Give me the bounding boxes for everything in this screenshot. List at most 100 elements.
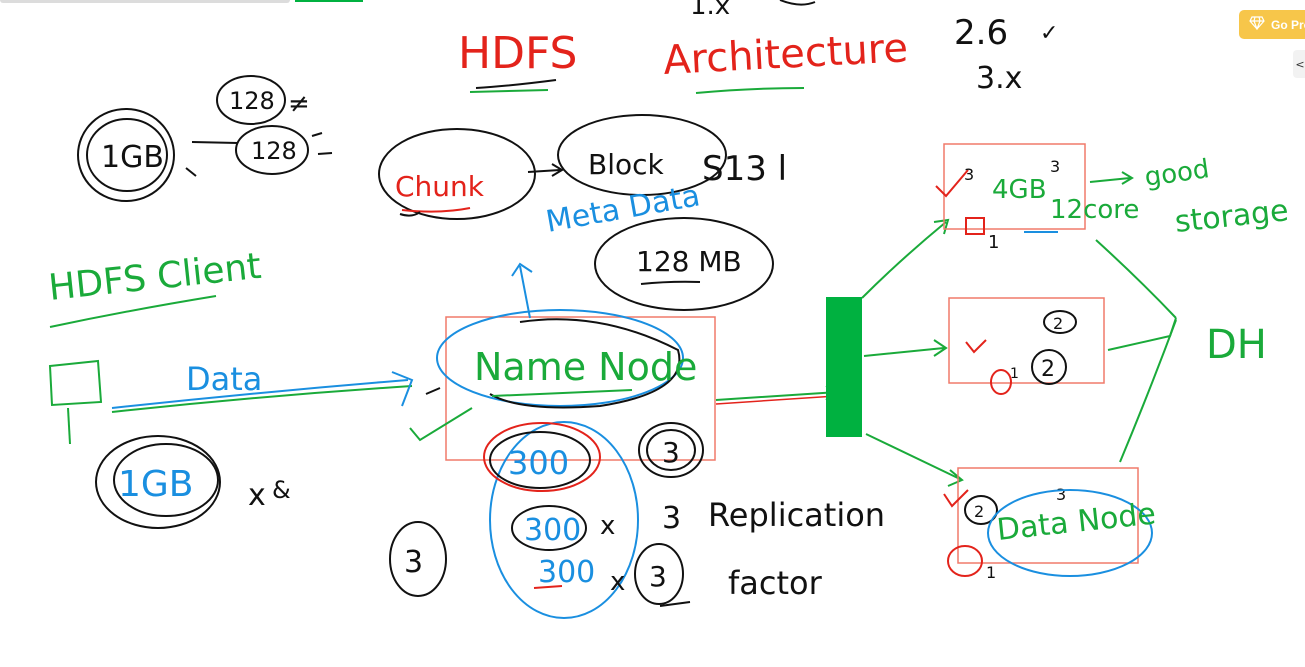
top-scrollbar-strip [0,0,290,3]
split-top-mark: ≠ [288,89,310,119]
namenode-label: Name Node [474,345,697,389]
datanode-1-num-a: 3 [964,165,974,184]
replication-label: Replication [708,496,885,534]
block-circle [557,114,727,196]
times-1: x [600,511,615,541]
client-times-scribble: & [272,476,291,504]
title-architecture: Architecture [662,25,909,84]
good-storage-arrow [1089,171,1134,185]
times-2: x [610,567,625,597]
hdfs-client-underline [49,295,217,328]
namenode-to-bar-arrow-red [715,395,837,405]
datanode-3-num-c: 1 [986,563,996,582]
circ3c-circle [389,521,447,597]
datanode-1-check [935,169,969,198]
storage-label: storage [1173,193,1290,240]
datanode-3-outline [987,489,1153,577]
datanode-2-circle-b [1031,349,1067,385]
chunk-circle [378,128,536,220]
client-gb-label: 1GB [118,464,194,505]
n300c-label: 300 [538,555,595,590]
one-gb-circle-outer [77,108,175,202]
data-arrow-line [111,379,409,409]
datanode-2-num-c: 1 [1010,366,1019,382]
version-check: ✓ [1040,21,1058,46]
n300b-circle [511,505,587,551]
title-hdfs: HDFS [458,28,577,79]
datanode-3-num-a: 2 [974,502,984,521]
title-underline-2 [469,89,549,93]
datanode-2-num-a: 2 [1053,314,1063,333]
datanode-1-box [943,143,1086,230]
title-underline-1 [475,79,557,89]
block-note: S13 l [702,149,787,189]
version-scribble-tail [779,0,816,6]
chunk-to-block-arrow [527,163,564,177]
n300a-circle-black [489,431,591,489]
chunk-label: Chunk [395,170,485,203]
namenode-check-green [409,407,473,442]
client-box [48,359,103,407]
n300a-label: 300 [508,444,569,482]
namenode-check-black [425,387,441,395]
datanode-3-box [957,467,1139,564]
data-arrow-head [391,371,414,407]
datanode-1-num-e: 1 [988,232,999,253]
split-bottom-label: 128 [251,137,297,165]
active-tool-indicator [295,0,363,2]
bar-to-dn3-arrow [865,433,964,487]
network-switch-bar [826,297,862,437]
n300b-label: 300 [524,513,581,548]
client-times: x [248,478,266,513]
mb128-underline [640,280,701,285]
chunk-underline [401,207,471,213]
dn3-to-dh [1119,319,1177,463]
circ3b-label: 3 [649,560,667,593]
datanode-2-circle-a [1043,310,1077,334]
split-bottom-marks [311,132,333,155]
datanode-2-num-b: 2 [1041,357,1055,382]
chunk-underline-black [399,211,421,217]
collapse-panel-tab[interactable]: < [1293,50,1305,78]
one-gb-label: 1GB [101,140,164,175]
namenode-box [445,316,716,461]
split-connector-top [191,141,239,144]
dh-label: DH [1206,322,1267,368]
client-gb-circle-inner [113,443,219,517]
namenode-outline-black [489,318,681,409]
namenode-to-bar-arrow [715,385,840,401]
circ3a-inner [646,429,696,471]
datanode-3-num-b: 3 [1056,485,1066,504]
replication-outline [489,421,639,619]
n300a-circle-red [483,422,601,492]
datanode-2-check [965,339,987,354]
block-label: Block [588,148,665,181]
datanode-3-circle-a [964,495,998,525]
datanode-1-ram: 4GB [992,175,1047,205]
datanode-2-box [948,297,1105,384]
version-3-x: 3.x [976,61,1022,96]
bar-to-dn1-arrow [861,218,950,299]
architecture-underline [695,87,805,94]
one-gb-circle-inner [86,118,168,192]
namenode-underline [491,389,633,397]
go-pro-button[interactable]: Go Pro [1239,10,1305,39]
bar-to-dn2-arrow [863,339,948,357]
factor-label: factor [728,564,823,602]
client-gb-circle-outer [95,435,221,529]
circ3a-label: 3 [662,436,680,469]
namenode-outline-blue [436,309,684,407]
chevron-left-icon: < [1295,57,1305,71]
n300c-underline [533,585,563,589]
good-label: good [1143,154,1211,193]
mb128-circle [594,217,774,311]
data-label: Data [186,360,262,398]
datanode-3-check [943,489,969,508]
split-connector-bottom [185,167,197,177]
data-arrow-shadow [111,385,413,413]
dn1-to-dh [1095,239,1177,319]
client-stem [67,407,71,445]
go-pro-label: Go Pro [1271,17,1305,32]
datanode-1-num-c: 3 [1050,157,1060,176]
